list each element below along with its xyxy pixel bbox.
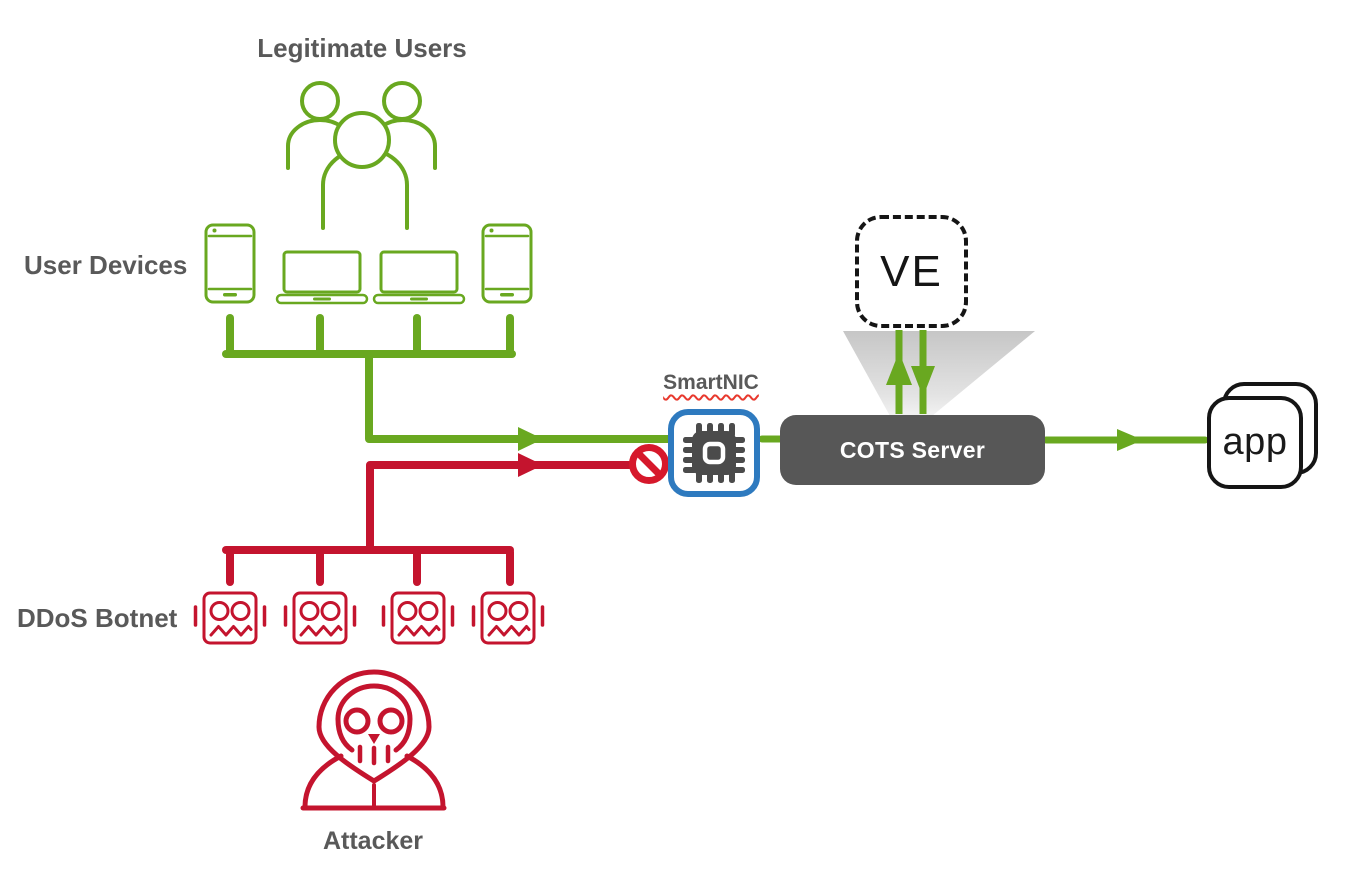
ve-label: VE <box>880 246 943 296</box>
user-devices-label: User Devices <box>24 250 188 280</box>
red-attack-lines <box>222 453 652 586</box>
funnel <box>843 331 1035 416</box>
users-group-icon <box>286 81 437 230</box>
app-box: app <box>1207 396 1303 489</box>
botnet-robot-icon <box>283 591 357 645</box>
right-arrow-icon <box>518 427 543 451</box>
smartnic-chip-icon <box>683 423 745 483</box>
smartnic-box <box>668 409 760 497</box>
legitimate-users-label: Legitimate Users <box>257 33 467 63</box>
right-arrow-icon <box>1117 429 1143 451</box>
laptop-icon <box>275 250 369 305</box>
attacker-label: Attacker <box>322 827 424 855</box>
botnet-robot-icon <box>381 591 455 645</box>
ve-box: VE <box>855 215 968 328</box>
laptop-icon <box>372 250 466 305</box>
cots-server-box: COTS Server <box>780 415 1045 485</box>
phone-icon <box>204 223 256 304</box>
right-arrow-icon <box>518 453 543 477</box>
botnet-robot-icon <box>193 591 267 645</box>
blocked-sign-icon <box>629 444 669 484</box>
green-traffic-lines <box>222 314 1209 451</box>
cots-server-label: COTS Server <box>839 436 986 463</box>
down-arrow-icon <box>911 366 935 397</box>
ve-traffic-arrows <box>886 330 935 414</box>
up-arrow-icon <box>886 352 912 385</box>
phone-icon <box>481 223 533 304</box>
ddos-botnet-label: DDoS Botnet <box>17 603 178 633</box>
attacker-skull-hoodie-icon <box>300 669 447 811</box>
botnet-robot-icon <box>471 591 545 645</box>
app-label: app <box>1222 421 1288 463</box>
smartnic-label: SmartNIC <box>663 371 759 394</box>
